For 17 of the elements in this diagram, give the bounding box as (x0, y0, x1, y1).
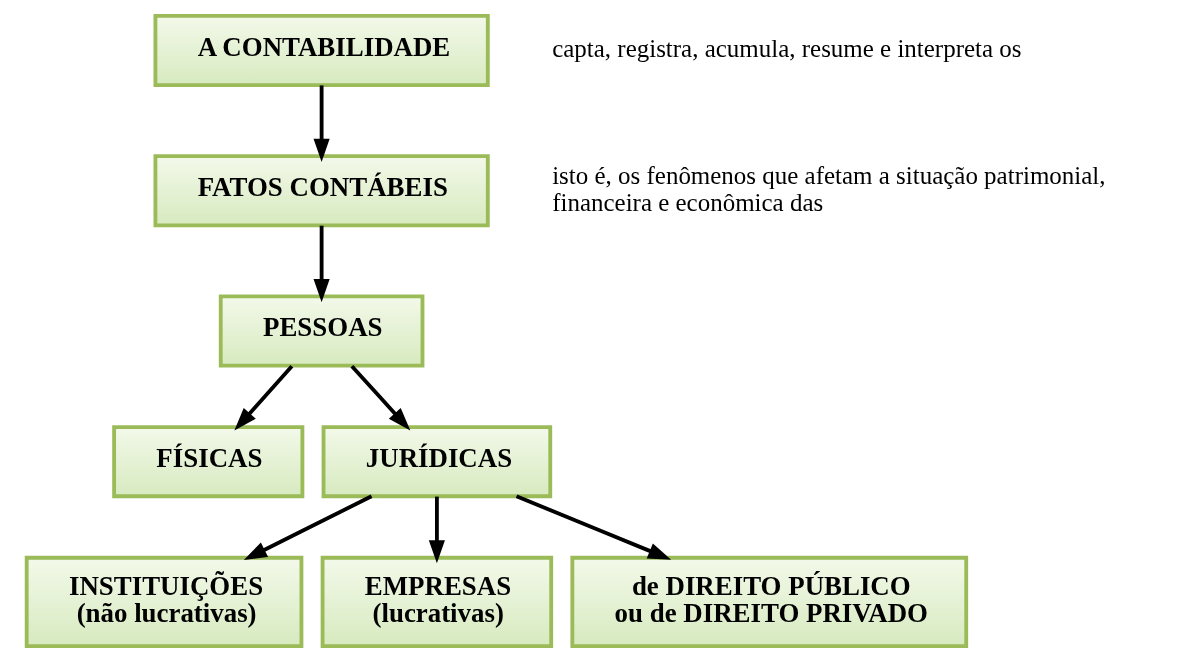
node-label: capta, registra, acumula, resume e interpreta os (552, 35, 1022, 63)
arrow (313, 85, 330, 162)
node-box: JURÍDICAS (321, 425, 553, 499)
arrow (313, 225, 330, 303)
arrow (234, 364, 294, 431)
arrow (428, 496, 445, 564)
node-box: A CONTABILIDADE (153, 14, 490, 87)
node-label: isto é, os fenômenos que afetam a situação patrimonial, financeira e econômica das (552, 161, 1106, 216)
node-box: EMPRESAS (lucrativas) (320, 555, 554, 648)
node-box: de DIREITO PÚBLICO ou de DIREITO PRIVADO (570, 555, 969, 648)
node-box: FÍSICAS (112, 425, 305, 499)
node-box: FATOS CONTÁBEIS (153, 154, 490, 228)
node-box: PESSOAS (218, 294, 425, 368)
node-box: INSTITUIÇÕES (não lucrativas) (24, 555, 304, 648)
arrow (350, 364, 411, 431)
arrow (515, 494, 672, 560)
arrow (243, 494, 373, 561)
